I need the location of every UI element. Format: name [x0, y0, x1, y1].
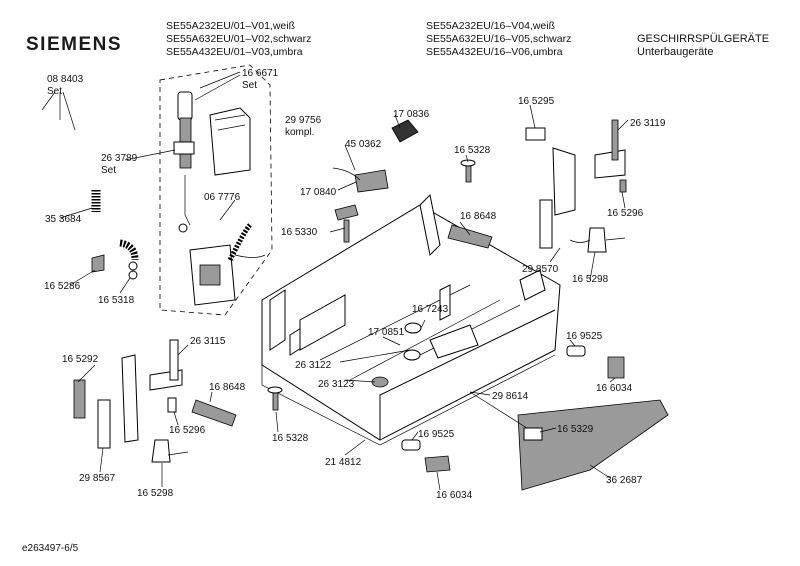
document-title: GESCHIRRSPÜLGERÄTE Unterbaugeräte [637, 33, 769, 59]
hose-spring [91, 190, 139, 280]
part-label: 16 5295 [518, 96, 555, 107]
water-inlet-valve-assembly [173, 91, 266, 306]
part-label: Set [101, 165, 116, 176]
part-label: 45 0362 [345, 139, 382, 150]
brand-logo: SIEMENS [26, 34, 123, 55]
document-code: e263497-6/5 [22, 543, 79, 554]
top-connector-parts [332, 119, 476, 243]
part-label: 16 5296 [607, 208, 644, 219]
part-label: 06 7776 [204, 192, 241, 203]
part-label: 17 0851 [368, 327, 405, 338]
part-label: 16 8648 [460, 211, 497, 222]
leader-lines [41, 71, 629, 491]
part-label: 26 3123 [318, 379, 355, 390]
right-bracket-group [447, 119, 627, 253]
part-label: 16 5298 [572, 274, 609, 285]
part-label: 21 4812 [325, 457, 362, 468]
part-label: 16 5329 [557, 424, 594, 435]
part-label: 29 9756 [285, 115, 322, 126]
base-tub [261, 193, 561, 446]
part-label: Set [47, 86, 62, 97]
part-label: 08 8403 [47, 74, 84, 85]
model-list-left: SE55A232EU/01–V01,weiß SE55A632EU/01–V02… [166, 20, 311, 59]
part-label: 16 5328 [272, 433, 309, 444]
part-label: 17 0840 [300, 187, 337, 198]
part-label: 16 5292 [62, 354, 99, 365]
part-label: 16 5298 [137, 488, 174, 499]
part-label: 16 5328 [454, 145, 491, 156]
part-label: 16 8648 [209, 382, 246, 393]
model-entry: SE55A432EU/16–V06,umbra [426, 46, 563, 58]
part-label: 26 3789 [101, 153, 138, 164]
part-label: 16 5330 [281, 227, 318, 238]
part-label: 16 5318 [98, 295, 135, 306]
part-label: 29 8567 [79, 473, 116, 484]
title-subcategory: Unterbaugeräte [637, 46, 714, 58]
part-label: Set [242, 80, 257, 91]
part-label: 16 7243 [412, 304, 449, 315]
part-label: 16 6034 [596, 383, 633, 394]
part-label: 35 3684 [45, 214, 82, 225]
part-label: 16 5286 [44, 281, 81, 292]
part-labels: 08 8403 Set 16 6671 Set 29 9756 kompl. 1… [44, 68, 666, 501]
part-label: 29 8614 [492, 391, 529, 402]
model-entry: SE55A632EU/01–V02,schwarz [166, 33, 312, 45]
model-entry: SE55A232EU/01–V01,weiß [166, 20, 295, 32]
part-label: 26 3122 [295, 360, 332, 371]
model-entry: SE55A232EU/16–V04,weiß [426, 20, 555, 32]
part-label: 16 9525 [566, 331, 603, 342]
model-list-right: SE55A232EU/16–V04,weiß SE55A632EU/16–V05… [426, 20, 571, 59]
part-label: 36 2687 [606, 475, 643, 486]
part-label: 26 3115 [190, 336, 226, 347]
part-label: 26 3119 [630, 118, 666, 129]
part-label: 16 5296 [169, 425, 206, 436]
part-label: 16 6034 [436, 490, 473, 501]
part-label: kompl. [285, 127, 314, 138]
bottom-right-parts [267, 322, 669, 491]
model-entry: SE55A432EU/01–V03,umbra [166, 46, 303, 58]
left-bracket-group [73, 339, 237, 463]
part-label: 16 6671 [242, 68, 279, 79]
title-category: GESCHIRRSPÜLGERÄTE [637, 33, 770, 45]
kit-outline [159, 64, 273, 316]
model-entry: SE55A632EU/16–V05,schwarz [426, 33, 572, 45]
part-label: 29 8570 [522, 264, 559, 275]
part-label: 16 9525 [418, 429, 455, 440]
part-label: 17 0836 [393, 109, 430, 120]
